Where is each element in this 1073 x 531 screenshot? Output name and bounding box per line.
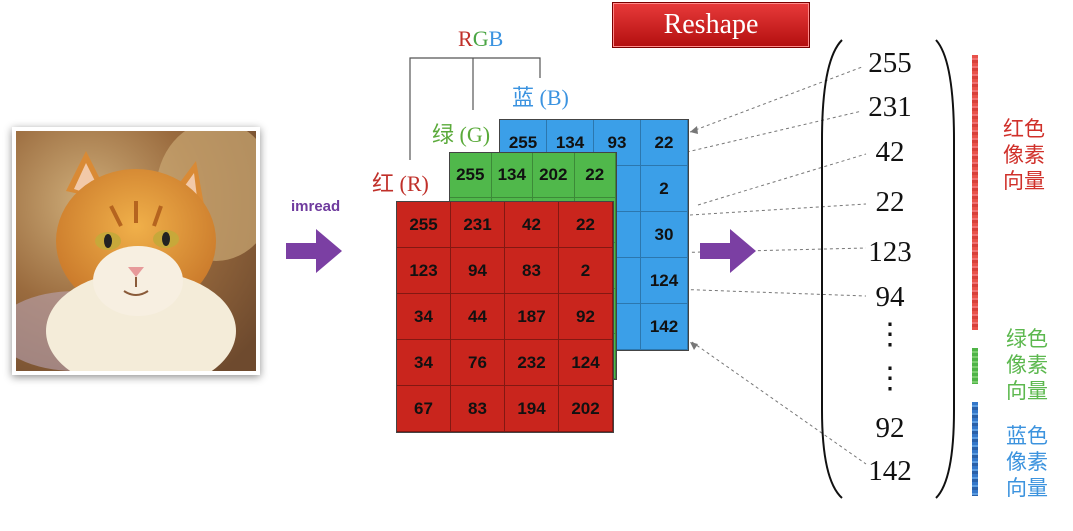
- blue-channel-label: 蓝 (B): [512, 85, 569, 110]
- matrix-cell: 255: [450, 153, 492, 199]
- matrix-cell: 187: [505, 294, 559, 340]
- imread-label: imread: [291, 198, 341, 215]
- matrix-cell: 22: [574, 153, 616, 199]
- reshape-badge: Reshape: [612, 2, 810, 48]
- matrix-cell: 202: [533, 153, 575, 199]
- label-line: 向量: [1006, 380, 1048, 403]
- matrix-cell: 194: [505, 386, 559, 432]
- vector-value: 94: [875, 281, 905, 313]
- red-vector-bar: [972, 55, 978, 330]
- blue-vector-label: 蓝色 像素 向量: [1006, 424, 1048, 502]
- matrix-cell: [594, 166, 641, 212]
- rgb-g: G: [472, 26, 489, 51]
- vector-value: 142: [868, 455, 912, 487]
- matrix-cell: 202: [559, 386, 613, 432]
- rgb-label: RGB: [458, 26, 503, 52]
- vertical-ellipsis: ⋮: [875, 318, 905, 351]
- label-line: 蓝色: [1006, 425, 1048, 448]
- matrix-cell: [594, 212, 641, 258]
- label-line: 像素: [1006, 451, 1048, 474]
- matrix-cell: 34: [397, 294, 451, 340]
- vector-value: 22: [875, 186, 905, 218]
- matrix-cell: 231: [451, 202, 505, 248]
- cat-photo: [16, 131, 256, 371]
- vertical-ellipsis: ⋮: [875, 362, 905, 395]
- matrix-cell: 44: [451, 294, 505, 340]
- rgb-r: R: [458, 26, 473, 51]
- matrix-cell: 255: [397, 202, 451, 248]
- arrow-right-icon: [700, 227, 758, 275]
- matrix-cell: 124: [641, 258, 688, 304]
- green-vector-label: 绿色 像素 向量: [1006, 327, 1048, 405]
- arrow-right-icon: [286, 227, 344, 275]
- matrix-cell: 232: [505, 340, 559, 386]
- matrix-cell: 34: [397, 340, 451, 386]
- matrix-cell: 83: [451, 386, 505, 432]
- matrix-cell: 134: [491, 153, 533, 199]
- label-line: 绿色: [1006, 328, 1048, 351]
- matrix-cell: 83: [505, 248, 559, 294]
- cat-photo-frame: [12, 127, 260, 375]
- label-line: 红色: [1003, 118, 1045, 141]
- matrix-cell: 76: [451, 340, 505, 386]
- label-line: 向量: [1006, 477, 1048, 500]
- vector-value: 92: [875, 412, 905, 444]
- matrix-cell: [594, 258, 641, 304]
- label-line: 像素: [1006, 354, 1048, 377]
- vector-value: 231: [868, 91, 912, 123]
- blue-vector-bar: [972, 402, 978, 496]
- matrix-cell: 2: [559, 248, 613, 294]
- green-channel-label: 绿 (G): [432, 122, 491, 147]
- matrix-cell: 94: [451, 248, 505, 294]
- red-vector-label: 红色 像素 向量: [1003, 117, 1045, 195]
- matrix-cell: 92: [559, 294, 613, 340]
- green-vector-bar: [972, 348, 978, 384]
- matrix-cell: 22: [641, 120, 688, 166]
- matrix-cell: 30: [641, 212, 688, 258]
- label-line: 向量: [1003, 170, 1045, 193]
- vector-value: 255: [868, 47, 912, 79]
- matrix-cell: 123: [397, 248, 451, 294]
- vector-value: 42: [875, 136, 905, 168]
- rgb-b: B: [488, 26, 504, 51]
- matrix-cell: 42: [505, 202, 559, 248]
- matrix-cell: 124: [559, 340, 613, 386]
- red-channel-label: 红 (R): [372, 171, 429, 196]
- matrix-cell: 22: [559, 202, 613, 248]
- label-line: 像素: [1003, 144, 1045, 167]
- matrix-cell: 93: [594, 120, 641, 166]
- matrix-cell: 142: [641, 304, 688, 350]
- matrix-cell: [594, 304, 641, 350]
- matrix-cell: 2: [641, 166, 688, 212]
- matrix-cell: 67: [397, 386, 451, 432]
- red-matrix: 255 231 42 22 123 94 83 2 34 44 187 92 3…: [396, 201, 614, 433]
- vector-value: 123: [868, 236, 912, 268]
